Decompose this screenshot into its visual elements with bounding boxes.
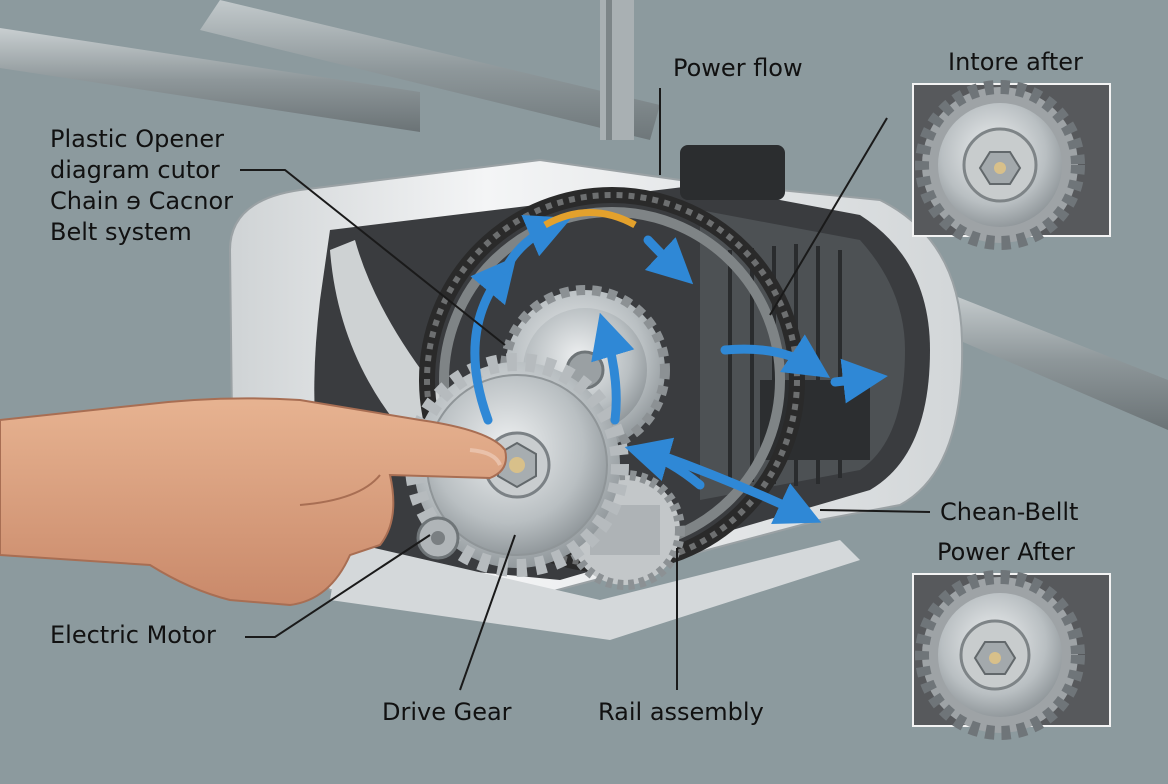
label-line-3: Chain ɘ Cacnor xyxy=(50,187,233,215)
label-line-2: diagram cutor xyxy=(50,156,220,184)
inset-photo-power-after xyxy=(912,570,1111,740)
power-flow-arrows xyxy=(470,214,888,524)
label-power-after: Power After xyxy=(937,538,1075,566)
label-plastic-opener: Plastic Opener diagram cutor Chain ɘ Cac… xyxy=(50,124,233,248)
label-line-4: Belt system xyxy=(50,218,192,246)
label-drive-gear: Drive Gear xyxy=(382,698,512,726)
label-electric-motor: Electric Motor xyxy=(50,621,216,649)
label-power-flow: Power flow xyxy=(673,54,803,82)
inset-photo-intore xyxy=(912,80,1111,250)
rail-assembly-bar xyxy=(0,0,1168,430)
orange-arc xyxy=(543,209,637,229)
label-intore-after: Intore after xyxy=(948,48,1083,76)
leader-lines xyxy=(240,88,931,691)
label-rail-assembly: Rail assembly xyxy=(598,698,764,726)
label-chean-bellt: Chean-Bellt xyxy=(940,498,1079,526)
pointing-hand xyxy=(0,397,507,607)
label-line-1: Plastic Opener xyxy=(50,125,224,153)
idler-pulley xyxy=(416,516,460,560)
